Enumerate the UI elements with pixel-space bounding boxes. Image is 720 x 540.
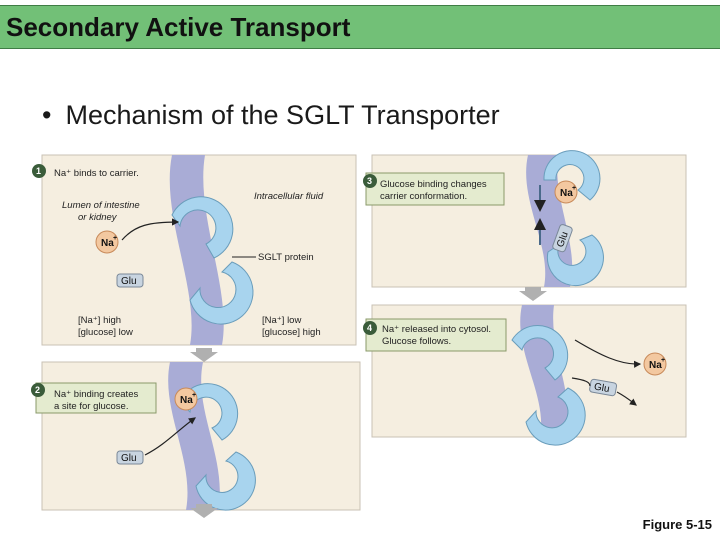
flow-arrow-1 <box>190 348 218 362</box>
na-ion-label: Na <box>101 238 114 249</box>
panel-3: Na + Glu 3 Glucose binding changes carri… <box>363 150 687 288</box>
sglt-carrier-3-top <box>543 150 601 201</box>
glu-path <box>571 377 591 387</box>
cell-membrane-3 <box>526 155 573 287</box>
panel-4: Na + Glu 4 Na⁺ released into cytosol. Gl… <box>363 304 687 446</box>
left-glucose-concentration: [glucose] low <box>78 327 133 338</box>
sglt-carrier-4-bottom <box>525 387 586 446</box>
glu-molecule-4: Glu <box>589 378 618 397</box>
step-3-badge <box>363 174 377 188</box>
na-ion-4: Na + <box>643 352 667 376</box>
intracellular-label: Intracellular fluid <box>254 191 324 202</box>
bullet: • <box>42 100 52 130</box>
lumen-label-line2: or kidney <box>78 212 118 223</box>
step-1-text: Na⁺ binds to carrier. <box>54 168 139 179</box>
step-2-number: 2 <box>35 385 40 395</box>
step-4-callout <box>365 318 507 352</box>
flow-arrow-3 <box>519 287 547 301</box>
step-3-callout <box>365 172 505 206</box>
na-ion-sup: + <box>661 357 665 364</box>
na-ion-label: Na <box>180 395 193 406</box>
right-na-concentration: [Na⁺] low <box>262 315 301 326</box>
na-ion-2: Na + <box>174 387 198 411</box>
glu-molecule-3: Glu <box>552 224 573 253</box>
slide-heading: • Mechanism of the SGLT Transporter <box>42 100 500 131</box>
panel-2: Na + Glu 2 Na⁺ binding creates a site fo… <box>31 361 361 511</box>
step-4-text-line1: Na⁺ released into cytosol. <box>382 324 491 335</box>
glu-molecule-1: Glu <box>116 273 144 288</box>
lumen-label-line1: Lumen of intestine <box>62 200 140 211</box>
step-1-number: 1 <box>36 166 41 176</box>
glu-molecule-2: Glu <box>116 450 144 465</box>
right-glucose-concentration: [glucose] high <box>262 327 321 338</box>
glu-label: Glu <box>121 276 137 287</box>
na-release-arrow <box>574 339 642 368</box>
sglt-carrier-bottom <box>189 261 254 325</box>
figure-label: Figure 5-15 <box>642 517 712 532</box>
step-2-text-line2: a site for glucose. <box>54 401 128 412</box>
sglt-carrier-3-bottom <box>546 234 604 287</box>
sglt-carrier-2-bottom <box>195 451 256 511</box>
glu-label: Glu <box>555 230 571 248</box>
na-ion-1: Na + <box>95 230 119 254</box>
sglt-protein-label: SGLT protein <box>258 252 314 263</box>
step-2-callout <box>35 382 157 414</box>
na-binding-arrow <box>121 218 180 241</box>
step-4-badge <box>363 321 377 335</box>
na-ion-sup: + <box>572 185 576 192</box>
glu-follow-arrow <box>616 391 637 406</box>
glu-label: Glu <box>121 453 137 464</box>
step-4-number: 4 <box>367 323 372 333</box>
na-ion-label: Na <box>560 188 573 199</box>
sglt-carrier-top <box>171 196 234 259</box>
na-ion-sup: + <box>192 392 196 399</box>
step-3-number: 3 <box>367 176 372 186</box>
na-ion-3: Na + <box>554 180 578 204</box>
na-ion-label: Na <box>649 360 662 371</box>
step-4-text-line2: Glucose follows. <box>382 336 451 347</box>
step-1-badge <box>32 164 46 178</box>
panel-1: Na + Glu 1 Na⁺ binds to carrier. Lumen o… <box>32 154 357 346</box>
flow-arrow-2 <box>190 504 218 518</box>
glu-binding-arrow <box>144 417 196 456</box>
step-3-text-line2: carrier conformation. <box>380 191 467 202</box>
step-3-text-line1: Glucose binding changes <box>380 179 487 190</box>
sglt-carrier-4-top <box>511 325 569 381</box>
title-bar: Secondary Active Transport <box>0 5 720 49</box>
heading-text: Mechanism of the SGLT Transporter <box>65 100 500 130</box>
na-ion-sup: + <box>113 235 117 242</box>
page-title: Secondary Active Transport <box>6 12 351 42</box>
glu-label: Glu <box>593 382 610 396</box>
left-na-concentration: [Na⁺] high <box>78 315 121 326</box>
step-2-badge <box>31 383 45 397</box>
step-2-text-line1: Na⁺ binding creates <box>54 389 138 400</box>
